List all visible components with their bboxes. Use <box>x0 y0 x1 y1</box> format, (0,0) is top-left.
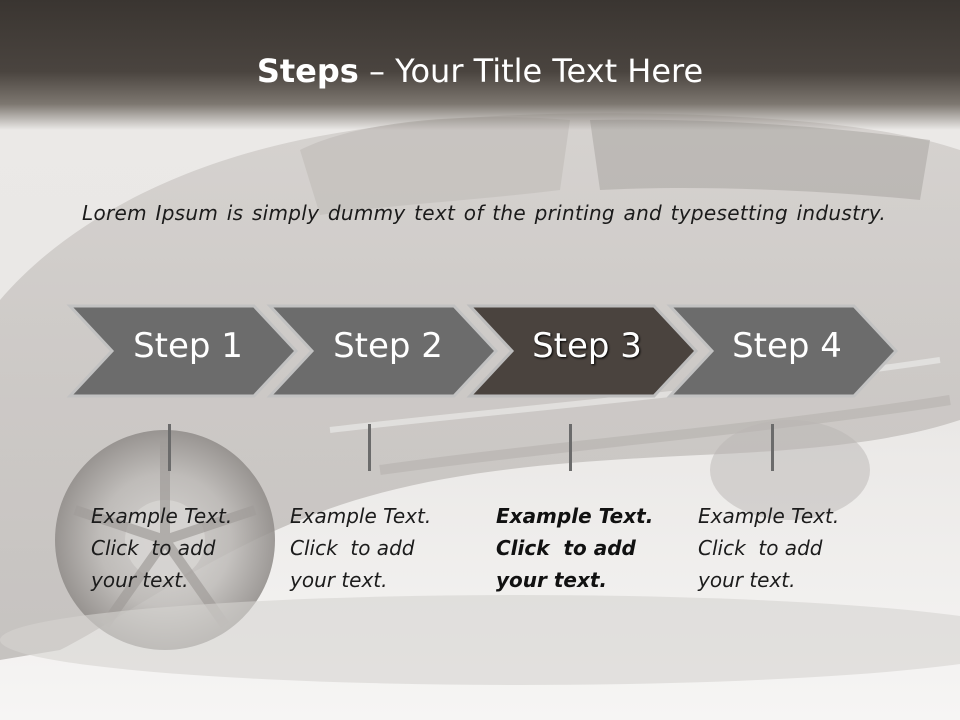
desc-line: Example Text. <box>91 504 233 528</box>
desc-line: your text. <box>698 568 796 592</box>
slide-title[interactable]: Steps – Your Title Text Here <box>0 52 960 90</box>
desc-line: Click to add <box>496 536 636 560</box>
desc-line: your text. <box>91 568 189 592</box>
title-rest: – Your Title Text Here <box>358 52 704 90</box>
intro-paragraph[interactable]: Lorem Ipsum is simply dummy text of the … <box>82 201 886 225</box>
step-1-connector <box>168 424 171 471</box>
desc-line: Example Text. <box>496 504 654 528</box>
desc-line: your text. <box>496 568 608 592</box>
title-bar <box>0 0 960 130</box>
step-4-description[interactable]: Example Text. Click to add your text. <box>698 500 868 596</box>
step-1-description[interactable]: Example Text. Click to add your text. <box>91 500 261 596</box>
desc-line: Click to add <box>91 536 216 560</box>
step-4-connector <box>771 424 774 471</box>
step-4-chevron[interactable] <box>666 304 899 398</box>
step-2-description[interactable]: Example Text. Click to add your text. <box>290 500 460 596</box>
step-2-label: Step 2 <box>333 326 443 366</box>
step-2-chevron[interactable] <box>266 304 499 398</box>
desc-line: your text. <box>290 568 388 592</box>
step-3-label: Step 3 <box>532 326 642 366</box>
desc-line: Click to add <box>290 536 415 560</box>
step-3-chevron[interactable] <box>466 304 699 398</box>
step-1-label: Step 1 <box>133 326 243 366</box>
step-3-connector <box>569 424 572 471</box>
step-2-connector <box>368 424 371 471</box>
step-3-description[interactable]: Example Text. Click to add your text. <box>496 500 666 596</box>
title-bold: Steps <box>256 52 359 90</box>
step-4-label: Step 4 <box>732 326 842 366</box>
desc-line: Example Text. <box>290 504 432 528</box>
step-1-chevron[interactable] <box>66 304 299 398</box>
desc-line: Example Text. <box>698 504 840 528</box>
desc-line: Click to add <box>698 536 823 560</box>
